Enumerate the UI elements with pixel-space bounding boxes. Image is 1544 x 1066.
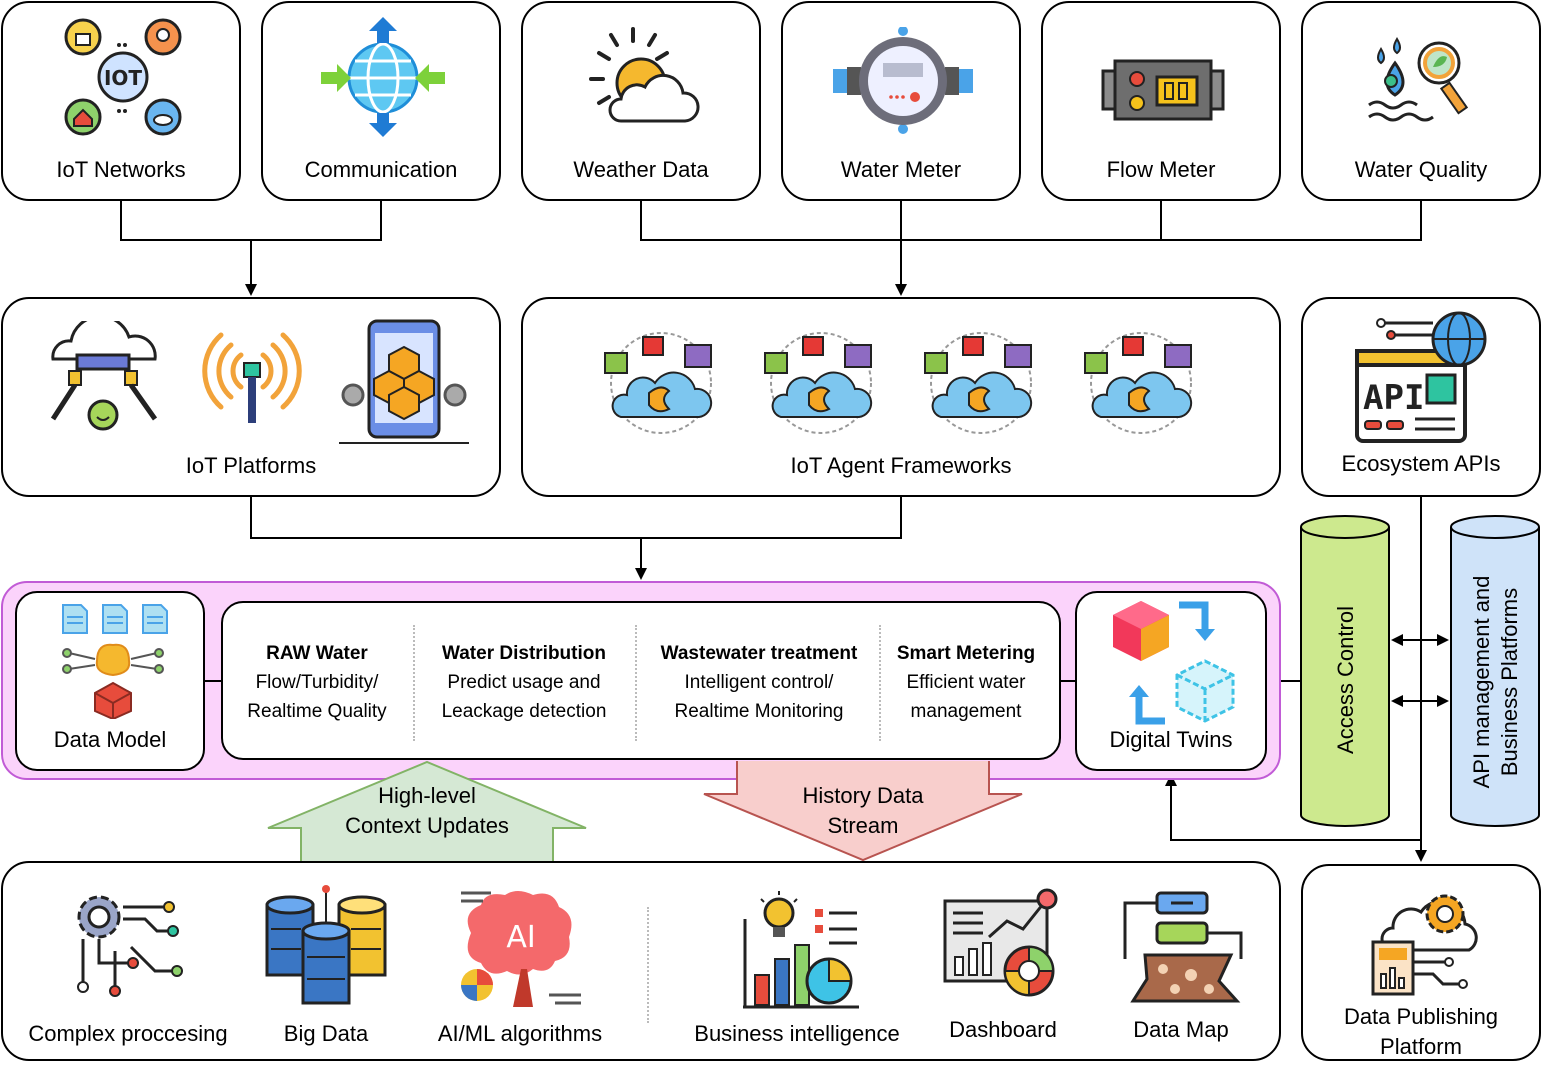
agent-cloud-icon-3 xyxy=(924,332,1033,434)
globe-arrows-icon xyxy=(321,17,445,137)
context-updates-line2: Context Updates xyxy=(345,813,509,838)
column-divider xyxy=(879,625,881,741)
api-management-cylinder xyxy=(1450,515,1540,827)
dashboard-icon xyxy=(943,888,1058,997)
data-publishing-label: Data Publishing Platform xyxy=(1303,1002,1539,1062)
smart-metering-title: Smart Metering xyxy=(896,643,1036,664)
data-publishing-line2: Platform xyxy=(1380,1034,1462,1059)
communication-box: Communication xyxy=(261,1,501,201)
agent-clouds-row xyxy=(604,332,1193,434)
use-case-raw-water: RAW Water Flow/Turbidity/ Realtime Quali… xyxy=(227,639,407,726)
water-distribution-line2: Leackage detection xyxy=(441,701,607,722)
history-stream-down-arrow xyxy=(703,761,1023,862)
use-case-wastewater: Wastewater treatment Intelligent control… xyxy=(639,639,879,726)
digital-twins-box: Digital Twins xyxy=(1075,591,1267,771)
applications-box: Complex proccesing Big Data AI AI/ML alg… xyxy=(1,861,1281,1061)
api-management-line2: Business Platforms xyxy=(1497,587,1522,777)
dashboard-label: Dashboard xyxy=(949,1017,1057,1042)
raw-water-line2: Realtime Quality xyxy=(247,701,387,722)
iot-agent-frameworks-box: IoT Agent Frameworks xyxy=(521,297,1281,497)
svg-text:AI: AI xyxy=(506,920,535,955)
ai-ml-label: AI/ML algorithms xyxy=(437,1021,603,1046)
iot-network-icon: IOT xyxy=(64,18,182,136)
iot-platforms-box: IoT Platforms xyxy=(1,297,501,497)
cloud-publishing-icon xyxy=(1371,894,1478,996)
data-model-brain-icon xyxy=(62,604,168,719)
smart-metering-line1: Efficient water xyxy=(906,672,1026,693)
water-meter-box: Water Meter xyxy=(781,1,1021,201)
column-divider xyxy=(413,625,415,741)
access-control-cylinder xyxy=(1300,515,1390,827)
business-intelligence-label: Business intelligence xyxy=(694,1021,900,1046)
complex-processing-label: Complex proccesing xyxy=(28,1021,228,1046)
iot-platforms-label: IoT Platforms xyxy=(185,453,317,478)
weather-data-label: Weather Data xyxy=(573,157,709,182)
data-model-label: Data Model xyxy=(53,727,167,752)
data-publishing-line1: Data Publishing xyxy=(1343,1004,1499,1029)
flow-meter-icon xyxy=(1101,59,1225,121)
column-divider xyxy=(635,625,637,741)
water-distribution-line1: Predict usage and xyxy=(447,672,601,693)
cloud-robot-arm-icon xyxy=(50,321,158,431)
wastewater-title: Wastewater treatment xyxy=(660,643,858,664)
weather-sun-cloud-icon xyxy=(589,27,700,123)
ecosystem-apis-label: Ecosystem APIs xyxy=(1341,451,1501,476)
iot-networks-label: IoT Networks xyxy=(56,157,186,182)
context-updates-line1: High-level xyxy=(378,783,476,808)
water-meter-icon xyxy=(833,27,973,134)
use-case-smart-metering: Smart Metering Efficient water managemen… xyxy=(885,639,1047,726)
raw-water-line1: Flow/Turbidity/ xyxy=(255,672,379,693)
svg-text:IOT: IOT xyxy=(104,66,142,90)
wastewater-line2: Realtime Monitoring xyxy=(674,701,844,722)
smart-metering-line2: management xyxy=(910,701,1022,722)
water-quality-label: Water Quality xyxy=(1354,157,1488,182)
water-quality-icon xyxy=(1368,37,1469,122)
data-map-icon xyxy=(1123,891,1243,1003)
big-data-icon xyxy=(265,885,387,1005)
antenna-signal-icon xyxy=(202,332,302,423)
data-map-label: Data Map xyxy=(1133,1017,1229,1042)
agent-cloud-icon-2 xyxy=(764,332,873,434)
flow-meter-label: Flow Meter xyxy=(1106,157,1216,182)
agent-cloud-icon-4 xyxy=(1084,332,1193,434)
business-intelligence-icon xyxy=(743,891,859,1009)
api-management-label: API management and Business Platforms xyxy=(1468,542,1524,822)
context-updates-label: High-level Context Updates xyxy=(302,781,552,841)
use-case-water-distribution: Water Distribution Predict usage and Lea… xyxy=(419,639,629,726)
communication-label: Communication xyxy=(304,157,458,182)
digital-twins-label: Digital Twins xyxy=(1109,727,1233,752)
use-cases-box: RAW Water Flow/Turbidity/ Realtime Quali… xyxy=(221,601,1061,760)
agent-cloud-icon-1 xyxy=(604,332,713,434)
svg-text:API: API xyxy=(1363,378,1424,418)
data-model-box: Data Model xyxy=(15,591,205,771)
mobile-blocks-icon xyxy=(339,319,469,444)
access-control-label: Access Control xyxy=(1333,606,1358,754)
ai-brain-icon: AI xyxy=(461,891,581,1007)
weather-data-box: Weather Data xyxy=(521,1,761,201)
big-data-label: Big Data xyxy=(283,1021,369,1046)
history-stream-line1: History Data xyxy=(802,783,924,808)
digital-twin-cubes-icon xyxy=(1113,601,1235,725)
api-globe-icon: API xyxy=(1355,311,1487,443)
history-stream-label: History Data Stream xyxy=(738,781,988,841)
history-stream-line2: Stream xyxy=(827,813,899,838)
context-updates-up-arrow xyxy=(267,760,587,861)
water-distribution-title: Water Distribution xyxy=(442,643,606,664)
ecosystem-apis-box: API Ecosystem APIs xyxy=(1301,297,1541,497)
data-publishing-box: Data Publishing Platform xyxy=(1301,864,1541,1061)
group-divider xyxy=(647,907,649,1023)
water-meter-label: Water Meter xyxy=(840,157,962,182)
flow-meter-box: Flow Meter xyxy=(1041,1,1281,201)
api-management-line1: API management and xyxy=(1469,575,1494,789)
raw-water-title: RAW Water xyxy=(266,643,368,664)
iot-networks-box: IOT IoT Networks xyxy=(1,1,241,201)
iot-agent-frameworks-label: IoT Agent Frameworks xyxy=(790,453,1012,478)
water-quality-box: Water Quality xyxy=(1301,1,1541,201)
complex-processing-icon xyxy=(77,895,183,997)
wastewater-line1: Intelligent control/ xyxy=(684,672,834,693)
